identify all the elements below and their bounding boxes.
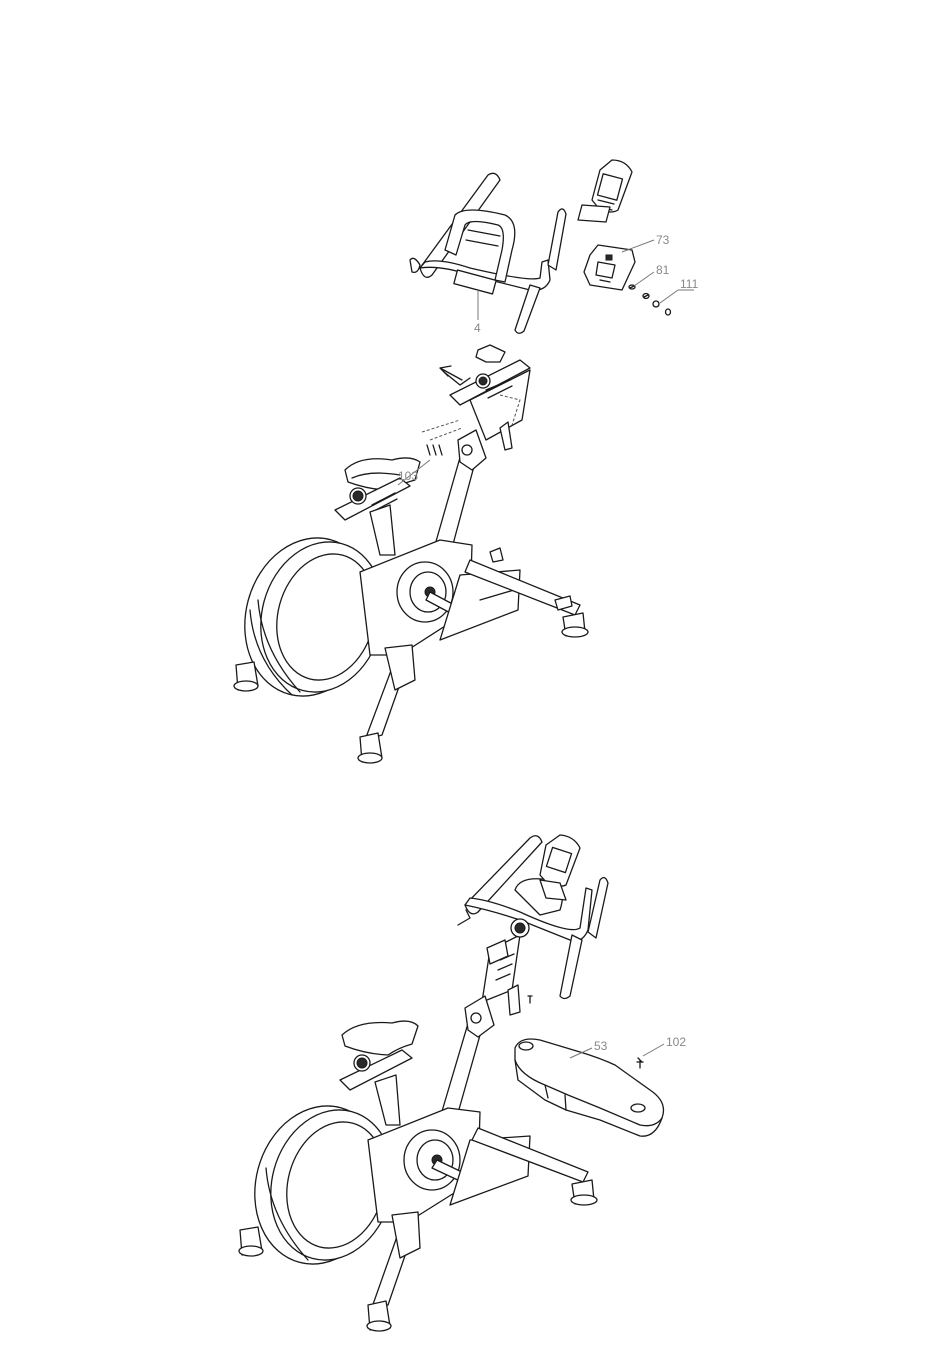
cover-53 — [515, 1039, 664, 1136]
stem-assembled — [482, 919, 532, 1015]
callout-111: 111 — [680, 277, 699, 291]
handlebar — [410, 173, 566, 333]
console-cover — [584, 245, 635, 290]
handlebar-assembled — [458, 836, 608, 999]
seat-assembled — [340, 1021, 418, 1125]
console-assembled — [540, 835, 580, 900]
callout-73: 73 — [656, 233, 670, 247]
step2-assembly: 53 102 — [237, 835, 686, 1331]
callout-53: 53 — [594, 1039, 608, 1053]
callout-81: 81 — [656, 263, 670, 277]
handlebar-stem — [450, 360, 530, 440]
console — [578, 160, 632, 222]
seat-post — [370, 505, 395, 555]
callout-4: 4 — [474, 321, 481, 335]
callout-102: 102 — [666, 1035, 686, 1049]
mount-plate — [476, 345, 505, 362]
spring-pins — [422, 420, 462, 455]
step1-assembly: 4 73 81 111 — [227, 160, 698, 763]
callout-103: 103 — [398, 469, 418, 483]
screw-102 — [637, 1058, 643, 1068]
